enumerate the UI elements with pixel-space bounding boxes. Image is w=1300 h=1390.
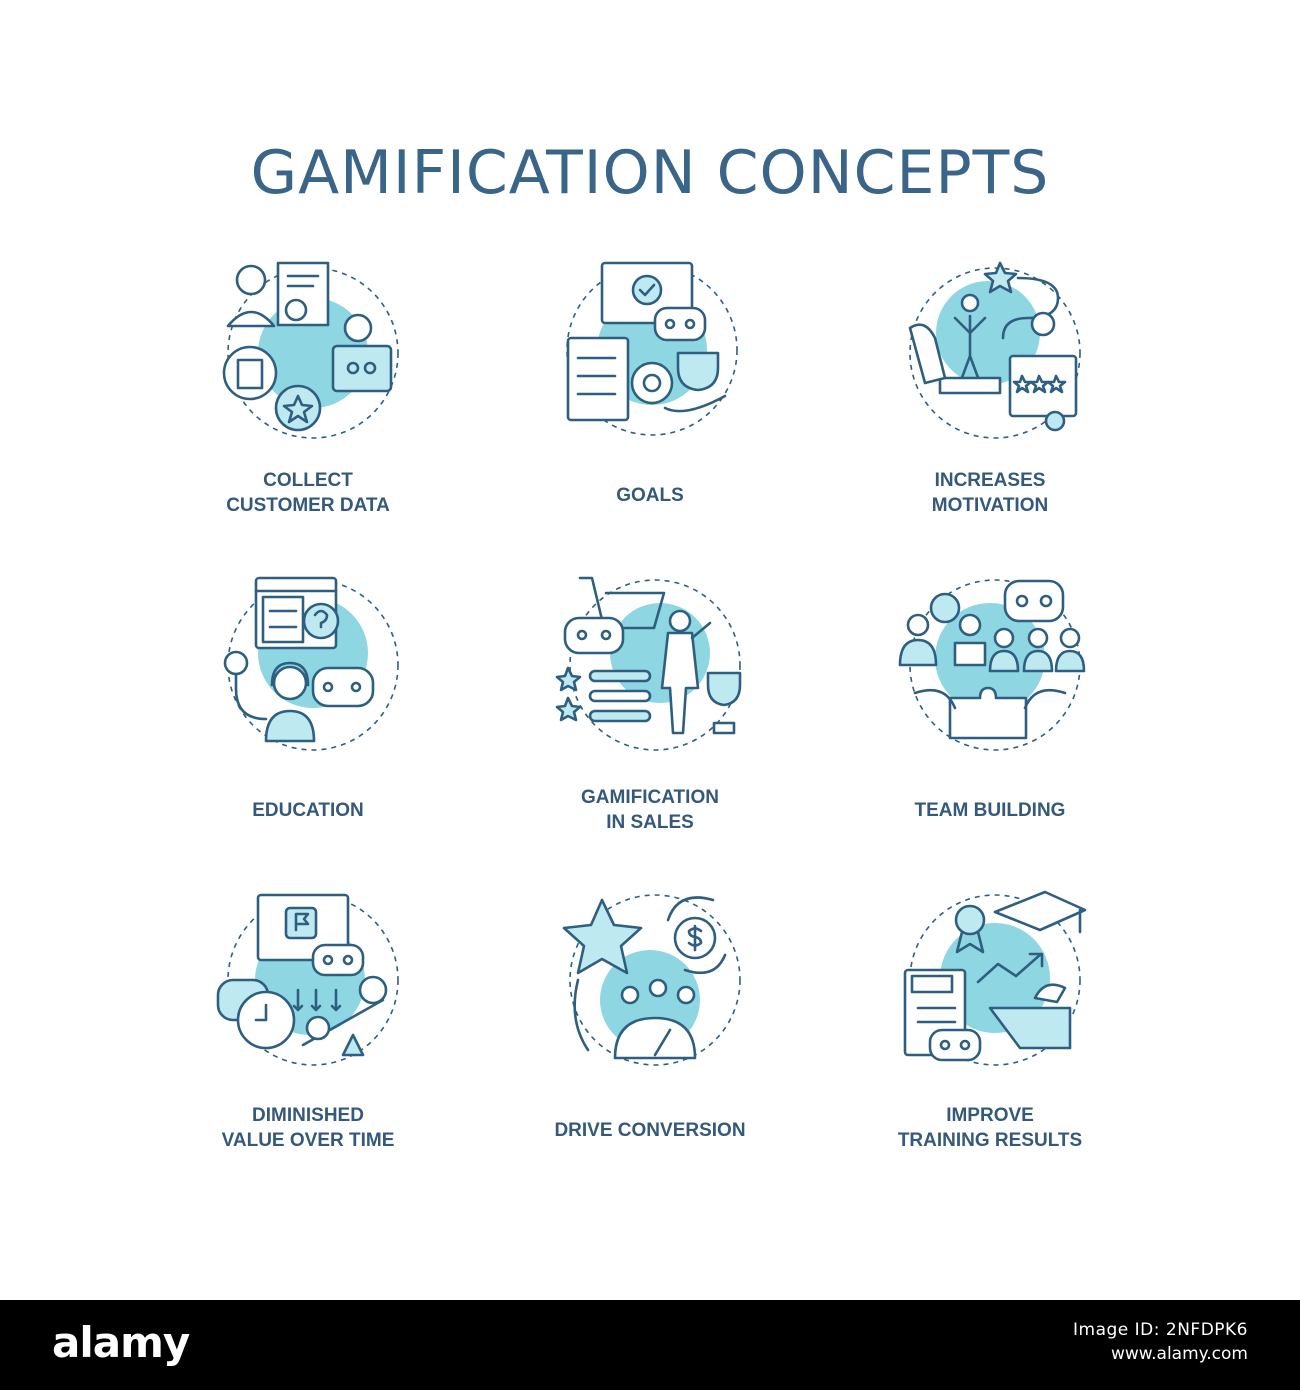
concept-label-line1: IMPROVE: [946, 1105, 1034, 1126]
star-dollar-gauge-icon: [562, 894, 741, 1066]
people-chart-gears-icon: [222, 261, 399, 439]
concept-label-line2: VALUE OVER TIME: [221, 1130, 395, 1151]
concept-label-line1: TEAM BUILDING: [914, 800, 1066, 821]
image-info: Image ID: 2NFDPK6 www.alamy.com: [1073, 1320, 1248, 1364]
concept-label-line2: MOTIVATION: [931, 495, 1049, 516]
concept-label-line1: GAMIFICATION: [581, 787, 719, 808]
cart-salesman-trophy-icon: [555, 576, 742, 751]
concept-label-line1: COLLECT: [263, 470, 353, 491]
quiz-headset-gamepad-icon: [223, 576, 399, 751]
concept-label-line2: IN SALES: [606, 812, 694, 833]
concept-label-line2: CUSTOMER DATA: [226, 495, 390, 516]
concept-goals: GOALS: [500, 258, 800, 588]
concept-label-line1: INCREASES: [934, 470, 1046, 491]
concept-team-building: TEAM BUILDING: [840, 573, 1140, 903]
concept-label-line1: GOALS: [616, 485, 684, 506]
monitor-checklist-trophy-icon: [566, 261, 738, 436]
concept-improve-training-results: IMPROVE TRAINING RESULTS: [840, 890, 1140, 1220]
team-puzzle-gamepad-icon: [898, 579, 1086, 751]
podium-star-certificate-icon: [908, 261, 1081, 439]
concept-diminished-value-over-time: DIMINISHED VALUE OVER TIME: [158, 890, 458, 1220]
concept-collect-customer-data: COLLECT CUSTOMER DATA: [158, 258, 458, 588]
site-url: www.alamy.com: [1110, 1344, 1248, 1364]
concept-label-line1: DIMINISHED: [252, 1105, 364, 1126]
stock-footer-bar: alamy Image ID: 2NFDPK6 www.alamy.com: [0, 1300, 1300, 1390]
concept-education: EDUCATION: [158, 573, 458, 903]
image-id: Image ID: 2NFDPK6: [1073, 1320, 1248, 1340]
brand-logo: alamy: [52, 1318, 190, 1367]
clock-seesaw-gamepad-icon: [216, 893, 399, 1066]
page-title: GAMIFICATION CONCEPTS: [250, 138, 1050, 208]
concept-gamification-in-sales: GAMIFICATION IN SALES: [500, 573, 800, 903]
concept-increases-motivation: INCREASES MOTIVATION: [840, 258, 1140, 588]
concept-label-line2: TRAINING RESULTS: [897, 1130, 1083, 1151]
concept-label-line1: DRIVE CONVERSION: [554, 1120, 746, 1141]
plan-graduation-growth-icon: [903, 890, 1087, 1066]
concept-drive-conversion: DRIVE CONVERSION: [500, 890, 800, 1220]
concept-label-line1: EDUCATION: [252, 800, 364, 821]
